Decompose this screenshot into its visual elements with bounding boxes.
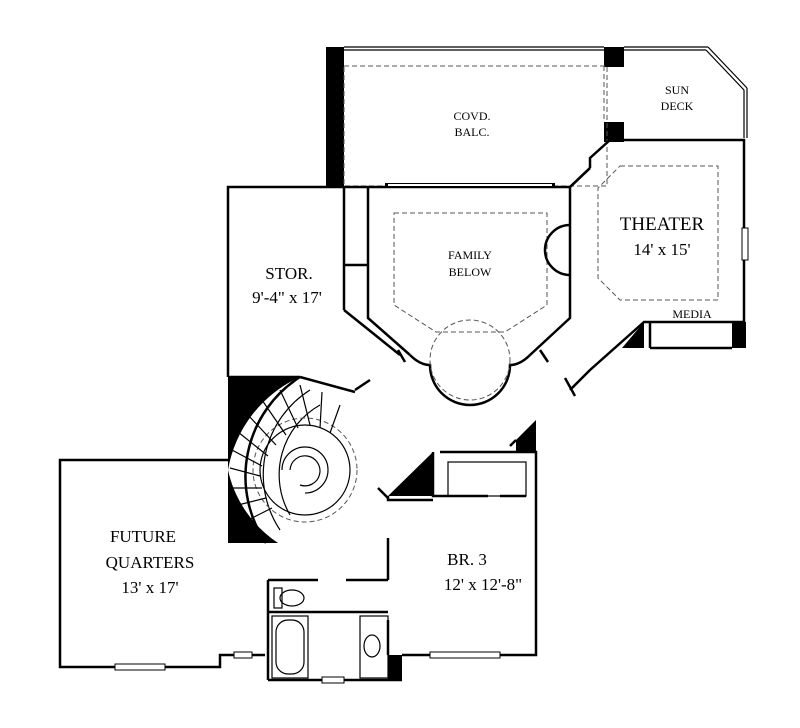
- bedroom-3: [346, 420, 538, 679]
- future-quarters-size-label: 13' x 17': [121, 578, 178, 597]
- media-label: MEDIA: [672, 307, 712, 321]
- family-below-area: [342, 167, 591, 407]
- future-quarters-label-line1: FUTURE: [110, 527, 176, 546]
- stor-name-label: STOR.: [265, 264, 312, 283]
- theater-size-label: 14' x 15': [633, 240, 690, 259]
- sun-deck-label-line1: SUN: [665, 83, 689, 97]
- covd-balc-label-line1: COVD.: [453, 109, 490, 123]
- br3-size-label: 12' x 12'-8": [444, 575, 522, 594]
- spiral-staircase: [228, 375, 389, 544]
- stor-size-label: 9'-4" x 17': [252, 288, 322, 307]
- family-below-label-line2: BELOW: [449, 265, 492, 279]
- theater-room: [543, 138, 749, 397]
- br3-name-label: BR. 3: [447, 550, 487, 569]
- family-below-label-line1: FAMILY: [448, 248, 492, 262]
- bathroom: [266, 578, 402, 684]
- theater-name-label: THEATER: [620, 214, 705, 235]
- covered-balcony: [326, 46, 748, 187]
- future-quarters-room: [58, 458, 265, 671]
- covd-balc-label-line2: BALC.: [454, 125, 489, 139]
- future-quarters-label-line2: QUARTERS: [106, 553, 195, 572]
- sun-deck-label-line2: DECK: [661, 99, 694, 113]
